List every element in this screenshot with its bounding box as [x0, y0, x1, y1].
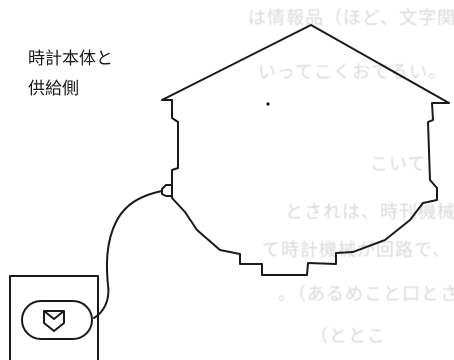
- clock-body-outline: [161, 24, 450, 276]
- label-line-1: 時計本体と: [28, 49, 113, 69]
- outlet-socket: [21, 300, 93, 340]
- wall-outlet-plate: [9, 275, 99, 360]
- background-text-7: （ととこ: [310, 326, 386, 347]
- plug-icon: [43, 310, 65, 332]
- background-text-3: こいて: [370, 154, 427, 175]
- cord-connector-icon: [161, 184, 173, 197]
- background-text-6: 。（あるめこと口とさ）調整: [278, 284, 454, 305]
- background-text-1: は情報品（ほど、文字関、及びてい＃: [248, 8, 454, 29]
- background-text-2: いってこくおてるい。: [258, 62, 448, 83]
- power-cord: [93, 190, 163, 319]
- label-line-2: 供給側: [28, 79, 79, 99]
- center-mark-icon: [266, 102, 270, 106]
